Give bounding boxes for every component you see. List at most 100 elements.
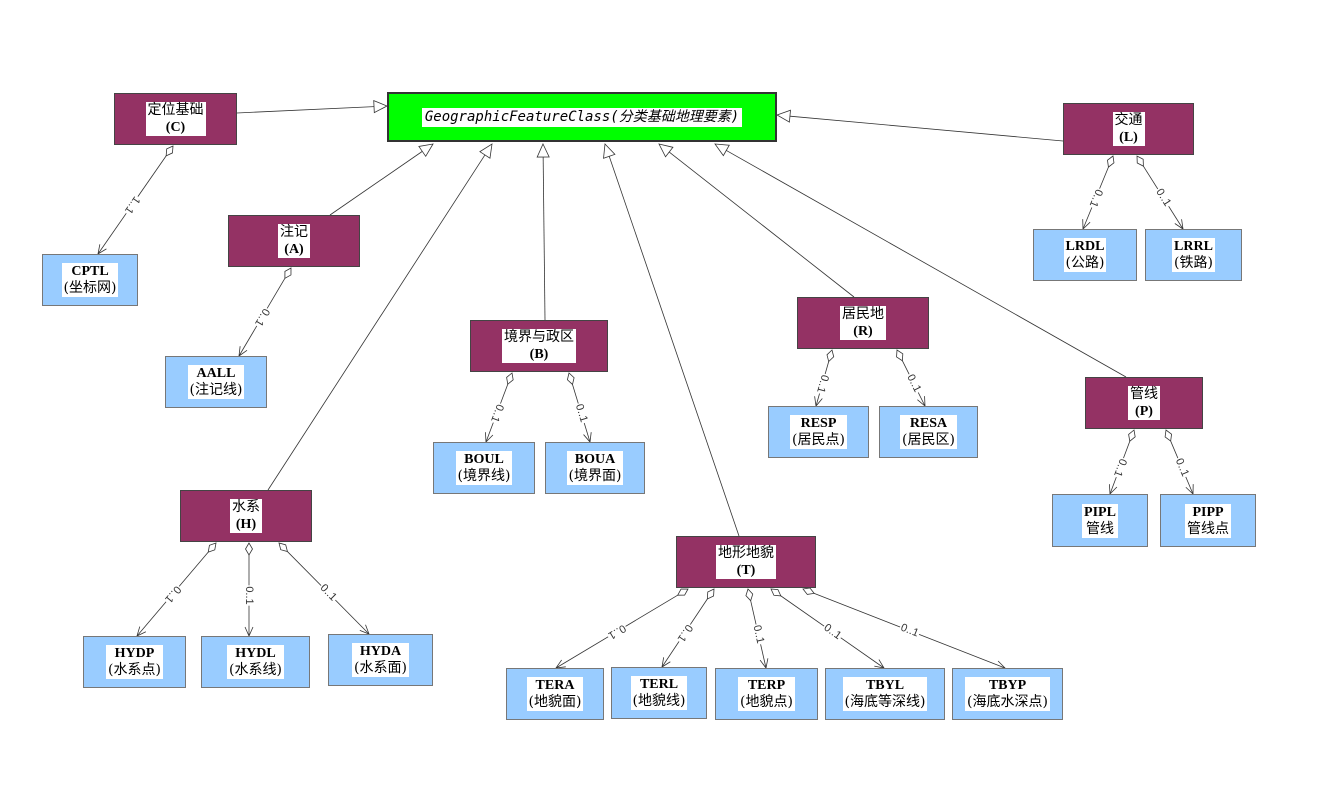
aggregation-diamond-L_LRRL	[1136, 155, 1144, 167]
leaf-TERA-code: TERA	[535, 678, 575, 693]
multiplicity-bg-C_CPTL	[121, 193, 143, 217]
leaf-BOUL[interactable]: BOUL(境界线)	[433, 442, 535, 494]
leaf-BOUA[interactable]: BOUA(境界面)	[545, 442, 645, 494]
multiplicity-B_BOUA: 0..1	[573, 403, 590, 424]
multiplicity-bg-H_HYDP	[161, 582, 184, 606]
multiplicity-T_TERP: 0..1	[751, 624, 767, 645]
leaf-BOUL-code: BOUL	[464, 452, 504, 467]
leaf-PIPL-code: PIPL	[1084, 504, 1116, 520]
leaf-HYDL-code: HYDL	[235, 646, 276, 661]
generalization-C	[236, 106, 375, 114]
multiplicity-T_TBYL: 0..1	[822, 622, 844, 642]
category-B-name: 境界与政区	[504, 329, 574, 345]
multiplicity-bg-H_HYDA	[316, 581, 340, 605]
leaf-RESA[interactable]: RESA(居民区)	[879, 406, 978, 458]
category-C-code: (C)	[165, 120, 186, 135]
leaf-TBYP[interactable]: TBYP(海底水深点)	[952, 668, 1063, 720]
leaf-TERP[interactable]: TERP(地貌点)	[715, 668, 818, 720]
generalization-arrowhead-C	[373, 100, 388, 114]
leaf-AALL-name: (注记线)	[189, 382, 243, 398]
leaf-CPTL[interactable]: CPTL(坐标网)	[42, 254, 138, 306]
leaf-TBYL[interactable]: TBYL(海底等深线)	[825, 668, 945, 720]
leaf-TBYL-name: (海底等深线)	[844, 694, 926, 710]
multiplicity-bg-T_TBYP	[897, 621, 922, 640]
generalization-arrowhead-L	[776, 109, 791, 123]
aggregation-diamond-L_LRDL	[1107, 155, 1115, 168]
leaf-TERA[interactable]: TERA(地貌面)	[506, 668, 604, 720]
generalization-lines	[236, 100, 1127, 537]
multiplicity-H_HYDL: 0..1	[243, 586, 255, 604]
multiplicity-bg-P_PIPP	[1172, 455, 1192, 480]
multiplicity-T_TERL: 0..1	[675, 622, 695, 644]
generalization-arrowhead-R	[658, 143, 674, 158]
category-T-code: (T)	[736, 563, 756, 578]
category-H[interactable]: 水系 (H)	[180, 490, 312, 542]
category-T-name: 地形地貌	[718, 545, 774, 561]
generalization-R	[668, 151, 855, 298]
generalization-arrowhead-H	[479, 143, 493, 159]
multiplicity-bg-L_LRRL	[1152, 185, 1174, 210]
category-B-code: (B)	[529, 347, 549, 362]
multiplicity-C_CPTL: 1..1	[122, 194, 142, 216]
multiplicity-bg-R_RESA	[903, 371, 924, 396]
leaf-BOUA-name: (境界面)	[568, 468, 622, 484]
aggregation-diamond-B_BOUL	[506, 372, 514, 385]
leaf-HYDA-name: (水系面)	[354, 660, 407, 676]
category-H-name: 水系	[232, 499, 260, 515]
aggregation-diamond-T_TERL	[706, 588, 715, 600]
multiplicity-bg-T_TERA	[605, 621, 629, 643]
category-L[interactable]: 交通(L)	[1063, 103, 1194, 155]
multiplicity-bg-L_LRDL	[1086, 186, 1106, 210]
root-class-box[interactable]: GeographicFeatureClass(分类基础地理要素)	[387, 92, 777, 142]
leaf-BOUL-name: (境界线)	[457, 468, 511, 484]
multiplicity-H_HYDP: 0..1	[162, 583, 183, 605]
multiplicity-bg-A_AALL	[251, 305, 273, 330]
category-A[interactable]: 注记 (A)	[228, 215, 360, 267]
multiplicity-bg-T_TERP	[750, 623, 767, 646]
multiplicity-bg-T_TERL	[674, 621, 696, 645]
leaf-RESA-name: (居民区)	[902, 432, 955, 448]
multiplicity-bg-P_PIPL	[1110, 456, 1130, 480]
leaf-LRRL[interactable]: LRRL(铁路)	[1145, 229, 1242, 281]
aggregation-diamond-C_CPTL	[165, 145, 174, 157]
category-L-code: (L)	[1119, 130, 1138, 145]
leaf-HYDA[interactable]: HYDA(水系面)	[328, 634, 433, 686]
generalization-A	[329, 151, 423, 216]
leaf-AALL-code: AALL	[196, 366, 236, 381]
category-H-code: (H)	[235, 517, 257, 532]
category-A-code: (A)	[284, 242, 304, 257]
leaf-HYDP[interactable]: HYDP(水系点)	[83, 636, 186, 688]
leaf-AALL[interactable]: AALL(注记线)	[165, 356, 267, 408]
category-T[interactable]: 地形地貌 (T)	[676, 536, 816, 588]
leaf-BOUA-code: BOUA	[574, 452, 616, 467]
leaf-RESP[interactable]: RESP(居民点)	[768, 406, 869, 458]
leaf-PIPP-code: PIPP	[1192, 504, 1224, 520]
leaf-PIPP-name: 管线点	[1187, 520, 1229, 537]
aggregation-diamond-A_AALL	[284, 267, 292, 280]
category-C[interactable]: 定位基础(C)	[114, 93, 237, 145]
category-R[interactable]: 居民地(R)	[797, 297, 929, 349]
leaf-TBYP-name: (海底水深点)	[967, 694, 1048, 710]
leaf-LRDL[interactable]: LRDL(公路)	[1033, 229, 1137, 281]
generalization-P	[726, 150, 1127, 378]
aggregation-diamond-T_TERA	[677, 588, 689, 596]
category-B[interactable]: 境界与政区 (B)	[470, 320, 608, 372]
generalization-arrowhead-A	[418, 143, 434, 158]
category-P[interactable]: 管线(P)	[1085, 377, 1203, 429]
leaf-LRRL-name: (铁路)	[1174, 255, 1213, 271]
leaf-TERL[interactable]: TERL(地貌线)	[611, 667, 707, 719]
aggregation-diamond-T_TBYL	[770, 588, 782, 597]
category-A-name: 注记	[280, 224, 308, 240]
generalization-T	[608, 156, 740, 537]
generalization-arrowhead-T	[603, 143, 616, 159]
multiplicity-bg-R_RESP	[813, 372, 832, 396]
root-class-label: GeographicFeatureClass(分类基础地理要素)	[421, 107, 743, 127]
aggregation-diamond-R_RESP	[826, 349, 835, 363]
leaf-HYDL[interactable]: HYDL(水系线)	[201, 636, 310, 688]
leaf-RESP-name: (居民点)	[792, 432, 845, 448]
leaf-TERP-name: (地貌点)	[740, 694, 793, 710]
leaf-TERA-name: (地貌面)	[528, 694, 582, 710]
